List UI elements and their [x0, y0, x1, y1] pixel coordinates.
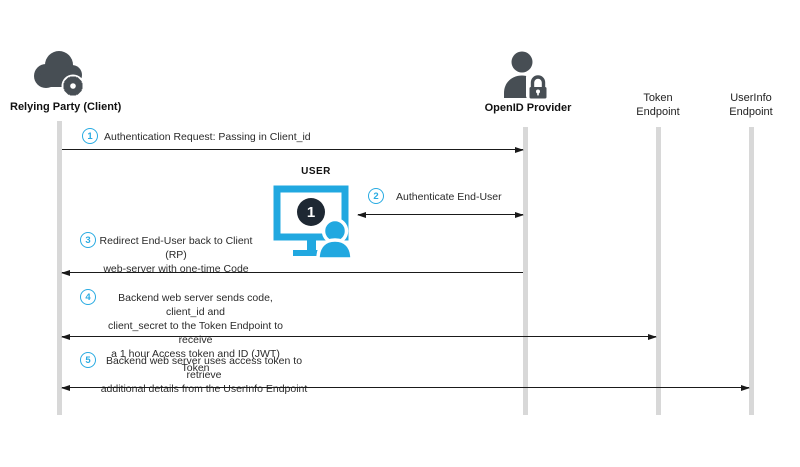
- arrow-1: [62, 147, 524, 153]
- step-3-text: Redirect End-User back to Client (RP) we…: [99, 235, 253, 275]
- arrowhead-left-icon: [357, 212, 366, 218]
- lifeline-token-endpoint: [656, 127, 661, 415]
- step-5-text: Backend web server uses access token to …: [100, 355, 308, 395]
- step-2-badge: 2: [368, 188, 384, 204]
- lifeline-openid-provider: [523, 127, 528, 415]
- arrow-2: [357, 212, 524, 218]
- step-4-badge: 4: [80, 289, 96, 305]
- lifeline-relying-party: [57, 121, 62, 415]
- token-endpoint-label: Token Endpoint: [636, 92, 680, 118]
- arrowhead-left-icon: [61, 334, 70, 340]
- arrowhead-right-icon: [648, 334, 657, 340]
- arrow-4: [61, 334, 657, 340]
- openid-provider-label: OpenID Provider: [484, 102, 572, 114]
- user-label: USER: [301, 166, 331, 177]
- person-lock-icon: [504, 51, 547, 99]
- step-2-text: Authenticate End-User: [396, 191, 502, 203]
- monitor-user-icon: 1: [273, 185, 354, 259]
- arrowhead-right-icon: [515, 212, 524, 218]
- lifeline-userinfo-endpoint: [749, 127, 754, 415]
- arrow-3: [61, 270, 523, 276]
- step-3-badge: 3: [80, 232, 96, 248]
- userinfo-endpoint-label: UserInfo Endpoint: [729, 92, 773, 118]
- cloud-gear-icon: [34, 51, 85, 98]
- arrowhead-right-icon: [515, 147, 524, 153]
- arrowhead-left-icon: [61, 385, 70, 391]
- arrowhead-left-icon: [61, 270, 70, 276]
- step-1-badge: 1: [82, 128, 98, 144]
- arrowhead-right-icon: [741, 385, 750, 391]
- relying-party-label: Relying Party (Client): [10, 101, 122, 113]
- step-1-text: Authentication Request: Passing in Clien…: [104, 131, 311, 143]
- monitor-screen-badge: 1: [307, 204, 315, 221]
- step-5-badge: 5: [80, 352, 96, 368]
- step-4-text: Backend web server sends code, client_id…: [108, 292, 283, 374]
- arrow-5: [61, 385, 750, 391]
